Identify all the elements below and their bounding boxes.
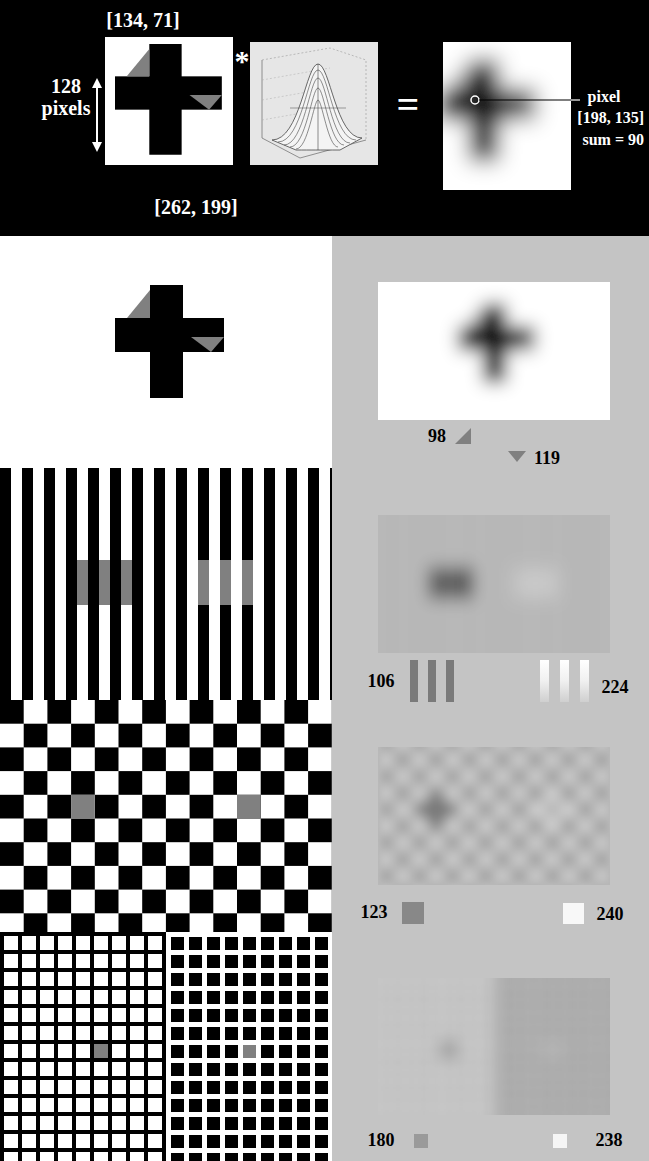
figure-rect [410, 660, 418, 702]
value-label: 98 [428, 427, 446, 447]
pixel-label: pixel [588, 88, 621, 106]
value-label: 240 [597, 905, 624, 925]
figure-use [0, 700, 332, 932]
figure-use [0, 468, 332, 700]
square-sample [402, 902, 424, 924]
sum-label: sum = 90 [582, 131, 644, 149]
figure-path [272, 64, 362, 150]
square-sample [414, 1134, 428, 1148]
blurred-result [378, 978, 610, 1115]
square-sample [563, 903, 584, 924]
coordinate-label: [262, 199] [154, 196, 237, 218]
leader-line [479, 99, 571, 100]
figure-rect [540, 660, 549, 702]
figure-polyline [262, 60, 366, 158]
square-sample [553, 1134, 567, 1148]
checker-stimulus [0, 700, 332, 932]
figure-use [0, 237, 332, 468]
result-column [332, 236, 649, 1161]
cross-figure [115, 44, 222, 155]
figure-line [290, 108, 346, 109]
figure-line [318, 64, 319, 150]
value-label: 123 [361, 903, 388, 923]
figure-path [278, 70, 356, 142]
triangle-sample [508, 451, 526, 462]
leader-line [571, 99, 580, 100]
input-square [105, 37, 233, 165]
grid-stimulus [0, 932, 332, 1161]
top-panel [0, 0, 649, 236]
figure-rect [250, 42, 378, 165]
blurred-result [443, 42, 571, 190]
value-label: 119 [534, 449, 560, 469]
figure-polygon [92, 142, 102, 152]
stripe-stimulus [0, 468, 332, 700]
value-label: 180 [368, 1131, 395, 1151]
figure-rect [446, 660, 454, 702]
pixel-marker [471, 96, 479, 104]
bar-sample [410, 660, 454, 702]
blurred-result [378, 747, 610, 885]
operator-symbol: = [397, 83, 420, 127]
figure-use [378, 282, 610, 420]
coordinate-label: [134, 71] [106, 9, 179, 31]
figure-path [284, 78, 350, 145]
figure-path [290, 88, 344, 147]
coordinate-label: [198, 135] [577, 109, 644, 127]
figure-polygon [92, 78, 102, 88]
bar-sample [540, 660, 589, 702]
value-label: 224 [602, 678, 629, 698]
dimension-label: 128 pixels [42, 75, 91, 119]
figure-use [378, 747, 610, 885]
value-label: 106 [368, 672, 395, 692]
cross-stimulus [0, 237, 332, 468]
figure-rect [580, 660, 589, 702]
figure-use [443, 42, 571, 190]
dimension-arrow [92, 78, 102, 152]
value-label: 238 [596, 1131, 623, 1151]
blurred-result [378, 515, 610, 653]
figure-line [96, 86, 98, 144]
blurred-result [378, 282, 610, 420]
triangle-sample [455, 428, 471, 444]
figure-rect [560, 660, 569, 702]
gaussian-plot [250, 42, 378, 165]
figure-rect [428, 660, 436, 702]
figure-path [296, 100, 338, 149]
figure-use [0, 932, 332, 1161]
figure-use [378, 978, 610, 1115]
operator-symbol: * [235, 44, 250, 77]
figure-use [378, 515, 610, 653]
